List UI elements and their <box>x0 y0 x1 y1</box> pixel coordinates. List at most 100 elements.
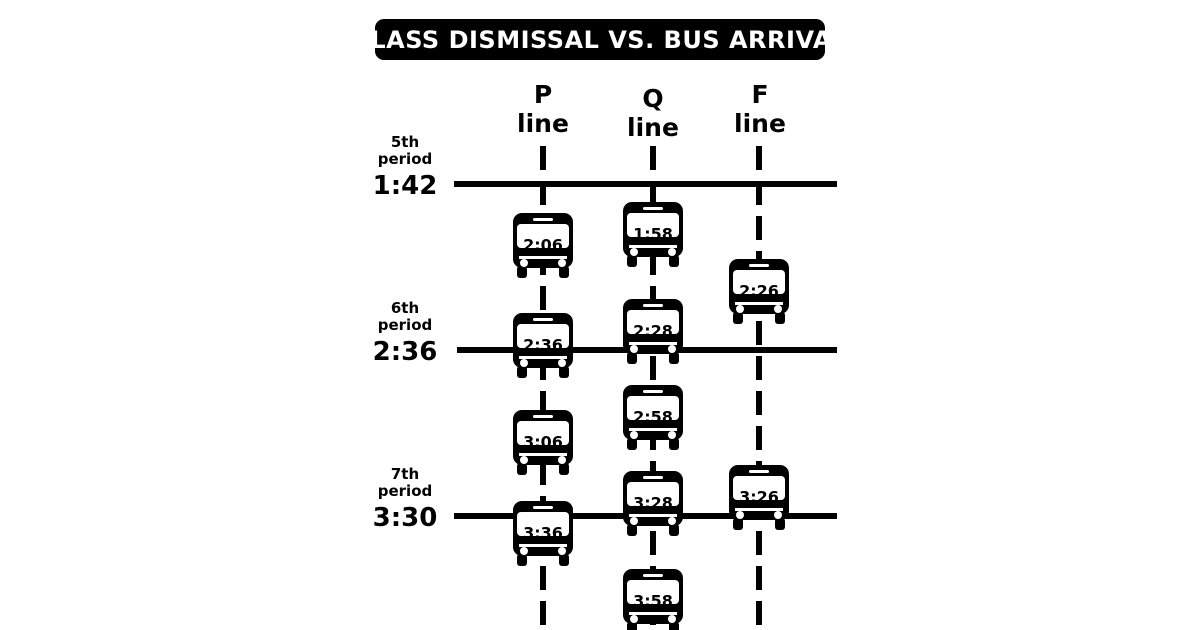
period-time: 2:36 <box>372 337 438 367</box>
bus-windshield <box>627 213 679 237</box>
bus-time-label: 3:36 <box>523 524 563 543</box>
bus-time-label: 2:26 <box>739 282 779 301</box>
bus-headlight-right <box>558 456 566 464</box>
line-name: F <box>751 80 769 109</box>
bus-headlight-left <box>630 615 638 623</box>
bus-headlight-left <box>630 431 638 439</box>
bus-wheel-left <box>627 438 637 450</box>
bus-wheel-left <box>517 366 527 378</box>
period-word: period <box>377 316 433 334</box>
bus-roof-light <box>533 506 553 509</box>
diagram-title: CLASS DISMISSAL VS. BUS ARRIVAL <box>352 19 847 60</box>
bus-windshield <box>517 324 569 348</box>
bus-icon: 2:28 <box>623 299 683 364</box>
bus-headlight-left <box>520 547 528 555</box>
bus-bumper <box>629 428 677 431</box>
line-header-p: P line <box>498 80 588 138</box>
bus-headlight-right <box>774 511 782 519</box>
bus-icon: 3:06 <box>513 410 573 475</box>
bus-wheel-right <box>669 255 679 267</box>
bus-bumper <box>629 612 677 615</box>
bus-headlight-left <box>630 248 638 256</box>
bus-bumper <box>519 544 567 547</box>
line-header-f: F line <box>715 80 805 138</box>
bus-headlight-right <box>774 305 782 313</box>
bus-icon: 3:26 <box>729 465 789 530</box>
bus-headlight-right <box>668 431 676 439</box>
bus-icon: 3:28 <box>623 471 683 536</box>
bus-headlight-right <box>668 248 676 256</box>
bus-windshield <box>627 396 679 420</box>
bus-windshield <box>733 270 785 294</box>
bus-time-label: 2:28 <box>633 322 673 341</box>
bus-wheel-left <box>517 463 527 475</box>
bus-time-label: 2:36 <box>523 336 563 355</box>
bus-roof-light <box>643 207 663 210</box>
bus-wheel-right <box>559 266 569 278</box>
bus-time-label: 3:26 <box>739 488 779 507</box>
bus-windshield <box>627 580 679 604</box>
bus-roof-light <box>643 574 663 577</box>
bus-icon: 1:58 <box>623 202 683 267</box>
bus-icon: 3:58 <box>623 569 683 630</box>
bus-headlight-right <box>668 345 676 353</box>
bus-headlight-left <box>736 305 744 313</box>
bus-bumper <box>735 302 783 305</box>
bus-roof-light <box>749 470 769 473</box>
bus-windshield <box>627 310 679 334</box>
period-label-6th: 6th period 2:36 <box>350 300 460 368</box>
bus-roof-light <box>533 318 553 321</box>
bus-wheel-left <box>627 622 637 630</box>
period-name: 7th <box>390 465 420 483</box>
bus-roof-light <box>643 390 663 393</box>
bus-wheel-left <box>517 554 527 566</box>
bus-wheel-left <box>517 266 527 278</box>
line-name: Q <box>642 84 664 113</box>
bus-roof-light <box>533 415 553 418</box>
period-time: 1:42 <box>372 171 438 201</box>
period-time: 3:30 <box>372 503 438 533</box>
line-suffix: line <box>734 109 786 138</box>
line-suffix: line <box>517 109 569 138</box>
bus-headlight-right <box>558 259 566 267</box>
bus-headlight-left <box>520 259 528 267</box>
bus-headlight-right <box>558 547 566 555</box>
bus-windshield <box>627 482 679 506</box>
bus-headlight-left <box>736 511 744 519</box>
period-word: period <box>377 150 433 168</box>
bus-wheel-left <box>733 518 743 530</box>
bus-bumper <box>629 342 677 345</box>
period-label-5th: 5th period 1:42 <box>350 134 460 202</box>
bus-wheel-right <box>559 554 569 566</box>
bus-wheel-right <box>669 352 679 364</box>
bus-windshield <box>517 512 569 536</box>
bus-roof-light <box>533 218 553 221</box>
period-name: 5th <box>390 133 420 151</box>
bus-bumper <box>629 514 677 517</box>
bus-icon: 2:06 <box>513 213 573 278</box>
bus-headlight-left <box>520 456 528 464</box>
bus-wheel-right <box>669 524 679 536</box>
bus-windshield <box>733 476 785 500</box>
bus-time-label: 3:28 <box>633 494 673 513</box>
bus-icon: 2:58 <box>623 385 683 450</box>
bus-time-label: 1:58 <box>633 225 673 244</box>
bus-wheel-right <box>775 518 785 530</box>
bus-wheel-left <box>627 524 637 536</box>
bus-roof-light <box>643 476 663 479</box>
bus-roof-light <box>643 304 663 307</box>
bus-wheel-right <box>669 622 679 630</box>
bus-bumper <box>519 256 567 259</box>
bus-time-label: 2:06 <box>523 236 563 255</box>
bus-icon: 2:26 <box>729 259 789 324</box>
bus-wheel-right <box>559 463 569 475</box>
bus-wheel-right <box>559 366 569 378</box>
bus-windshield <box>517 224 569 248</box>
line-suffix: line <box>627 113 679 142</box>
bus-bumper <box>519 453 567 456</box>
bus-wheel-left <box>627 352 637 364</box>
period-name: 6th <box>390 299 420 317</box>
bus-windshield <box>517 421 569 445</box>
